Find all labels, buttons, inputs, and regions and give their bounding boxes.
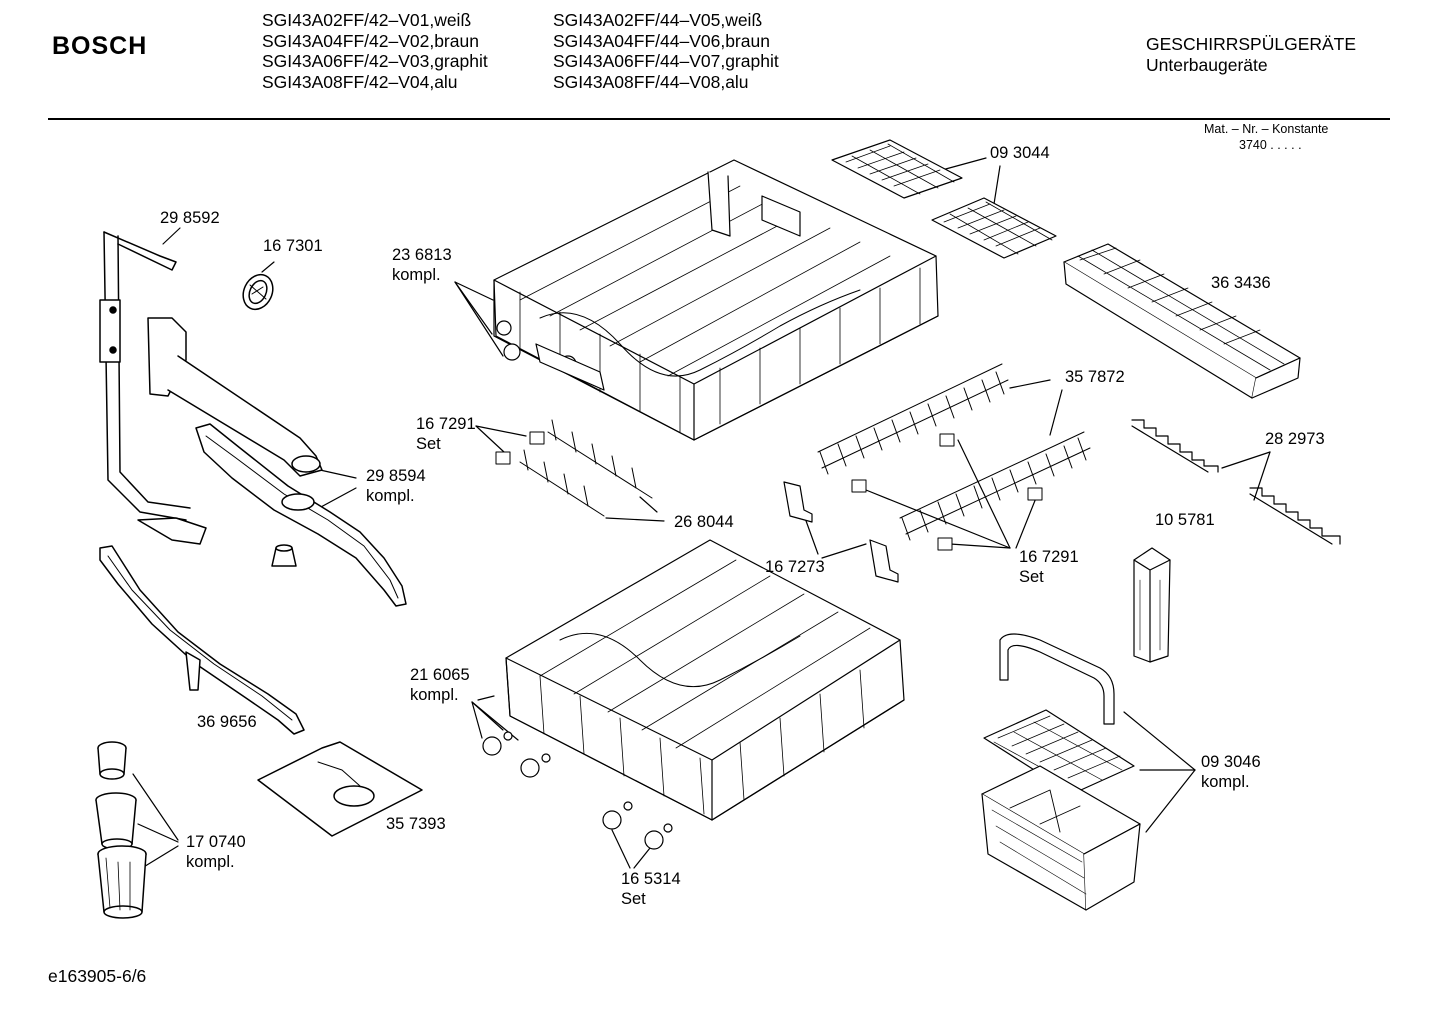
hinge-drawing	[783, 481, 899, 583]
stair-racks-drawing	[1131, 419, 1341, 545]
tine-rows-drawing	[817, 363, 1091, 541]
part-number: 36 9656	[197, 713, 257, 731]
header-divider	[48, 118, 1390, 120]
mat-nr-label: Mat. – Nr. – Konstante	[1204, 122, 1329, 136]
model-line: SGI43A02FF/44–V05,weiß	[553, 10, 763, 30]
cutlery-insert-drawing	[1133, 547, 1171, 663]
part-number: 35 7872	[1065, 368, 1125, 386]
mat-nr-value: 3740 . . . . .	[1239, 138, 1302, 152]
part-number: 09 3046	[1201, 753, 1261, 771]
part-note: kompl.	[392, 266, 441, 284]
drawing-code: e163905-6/6	[48, 966, 147, 986]
part-note: kompl.	[186, 853, 235, 871]
category-subtitle: Unterbaugeräte	[1146, 54, 1268, 75]
model-line: SGI43A06FF/42–V03,graphit	[262, 51, 488, 71]
model-line: SGI43A02FF/42–V01,weiß	[262, 10, 472, 30]
upper-basket-drawing	[493, 159, 939, 441]
leader-lines	[132, 157, 1271, 869]
part-label-298594: 29 8594 kompl.	[366, 466, 426, 506]
part-number: 16 5314	[621, 870, 681, 888]
part-label-167301: 16 7301	[263, 236, 323, 256]
part-number: 21 6065	[410, 666, 470, 684]
part-label-105781: 10 5781	[1155, 510, 1215, 530]
part-label-298592: 29 8592	[160, 208, 220, 228]
lower-basket-drawing	[482, 539, 905, 850]
part-label-167291-right: 16 7291 Set	[1019, 547, 1079, 587]
part-number: 16 7301	[263, 237, 323, 255]
part-number: 26 8044	[674, 513, 734, 531]
part-note: Set	[416, 435, 441, 453]
part-label-093046: 09 3046 kompl.	[1201, 752, 1261, 792]
part-label-170740: 17 0740 kompl.	[186, 832, 246, 872]
lower-spray-arm-drawing	[99, 545, 305, 735]
upper-pipe-drawing	[147, 317, 323, 477]
part-number: 35 7393	[386, 815, 446, 833]
part-label-216065: 21 6065 kompl.	[410, 665, 470, 705]
part-label-236813: 23 6813 kompl.	[392, 245, 452, 285]
mat-nr-block: Mat. – Nr. – Konstante 3740 . . . . .	[1204, 121, 1328, 153]
part-number: 10 5781	[1155, 511, 1215, 529]
model-line: SGI43A04FF/44–V06,braun	[553, 30, 770, 51]
supply-pipe-drawing	[99, 231, 207, 545]
model-list-1: SGI43A02FF/42–V01,weiß SGI43A04FF/42–V02…	[262, 10, 488, 92]
upper-spray-arm-drawing	[195, 423, 407, 607]
model-line: SGI43A08FF/42–V04,alu	[262, 71, 458, 92]
part-number: 29 8594	[366, 467, 426, 485]
part-number: 17 0740	[186, 833, 246, 851]
part-number: 28 2973	[1265, 430, 1325, 448]
filter-set-drawing	[95, 741, 147, 919]
part-note: kompl.	[1201, 773, 1250, 791]
model-line: SGI43A04FF/42–V02,braun	[262, 30, 479, 51]
part-label-369656: 36 9656	[197, 712, 257, 732]
nozzle-drawing	[242, 273, 274, 311]
part-number: 16 7291	[1019, 548, 1079, 566]
part-number: 09 3044	[990, 144, 1050, 162]
part-label-268044: 26 8044	[674, 512, 734, 532]
part-number: 16 7291	[416, 415, 476, 433]
part-label-167291-left: 16 7291 Set	[416, 414, 476, 454]
part-note: kompl.	[366, 487, 415, 505]
cutlery-basket-drawing	[981, 633, 1141, 911]
cutlery-tray-drawing	[1063, 243, 1301, 399]
model-line: SGI43A08FF/44–V08,alu	[553, 71, 749, 92]
category-block: GESCHIRRSPÜLGERÄTE Unterbaugeräte	[1146, 34, 1356, 75]
model-line: SGI43A06FF/44–V07,graphit	[553, 51, 779, 71]
category-title: GESCHIRRSPÜLGERÄTE	[1146, 34, 1357, 54]
model-list-2: SGI43A02FF/44–V05,weiß SGI43A04FF/44–V06…	[553, 10, 779, 92]
part-number: 16 7273	[765, 558, 825, 576]
part-label-093044: 09 3044	[990, 143, 1050, 163]
part-number: 36 3436	[1211, 274, 1271, 292]
cup-shelves-drawing	[831, 139, 1057, 259]
part-number: 29 8592	[160, 209, 220, 227]
part-label-357393: 35 7393	[386, 814, 446, 834]
part-note: Set	[621, 890, 646, 908]
part-label-357872: 35 7872	[1065, 367, 1125, 387]
part-label-363436: 36 3436	[1211, 273, 1271, 293]
sieve-plate-drawing	[257, 741, 423, 837]
part-label-167273: 16 7273	[765, 557, 825, 577]
part-note: kompl.	[410, 686, 459, 704]
part-number: 23 6813	[392, 246, 452, 264]
part-label-282973: 28 2973	[1265, 429, 1325, 449]
part-note: Set	[1019, 568, 1044, 586]
brand-logo: BOSCH	[52, 32, 148, 60]
clips-tines-drawing	[495, 419, 1043, 551]
part-label-165314: 16 5314 Set	[621, 869, 681, 909]
